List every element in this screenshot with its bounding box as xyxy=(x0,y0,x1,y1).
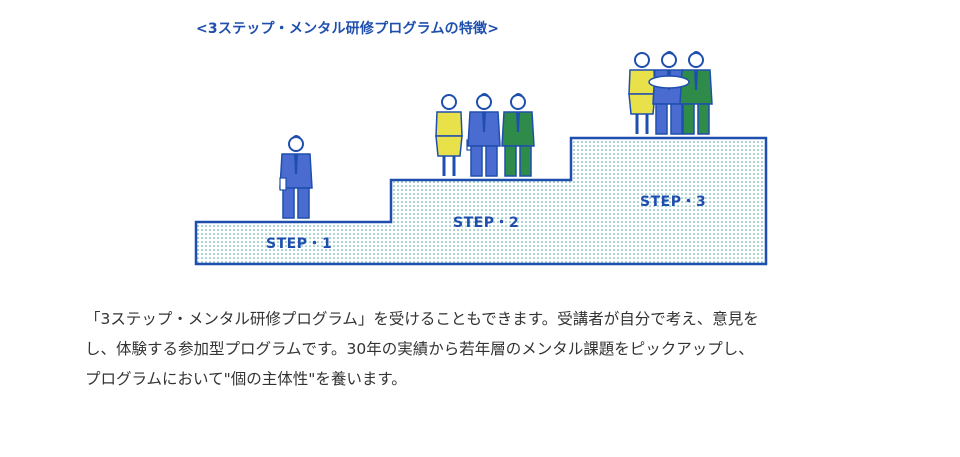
step-1-person-icon xyxy=(279,135,313,219)
description-line: 「3ステップ・メンタル研修プログラム」を受けることもできます。受講者が自分で考え… xyxy=(85,310,759,328)
stairs-shape xyxy=(194,136,768,266)
step-3-label: STEP・3 xyxy=(640,194,706,210)
step-2-label: STEP・2 xyxy=(453,215,519,231)
step-2-group-icon xyxy=(435,93,535,177)
step-3-group-icon xyxy=(628,51,713,135)
steps-diagram: STEP・1 STEP・2 STEP・3 xyxy=(194,51,768,266)
description-text: 「3ステップ・メンタル研修プログラム」を受けることもできます。受講者が自分で考え… xyxy=(85,304,885,394)
description-line: し、体験する参加型プログラムです。30年の実績から若年層のメンタル課題をピックア… xyxy=(85,340,754,358)
description-line: プログラムにおいて"個の主体性"を養います。 xyxy=(85,370,407,388)
step-1-label: STEP・1 xyxy=(266,236,332,252)
diagram-caption: <3ステップ・メンタル研修プログラムの特徴> xyxy=(196,21,500,37)
